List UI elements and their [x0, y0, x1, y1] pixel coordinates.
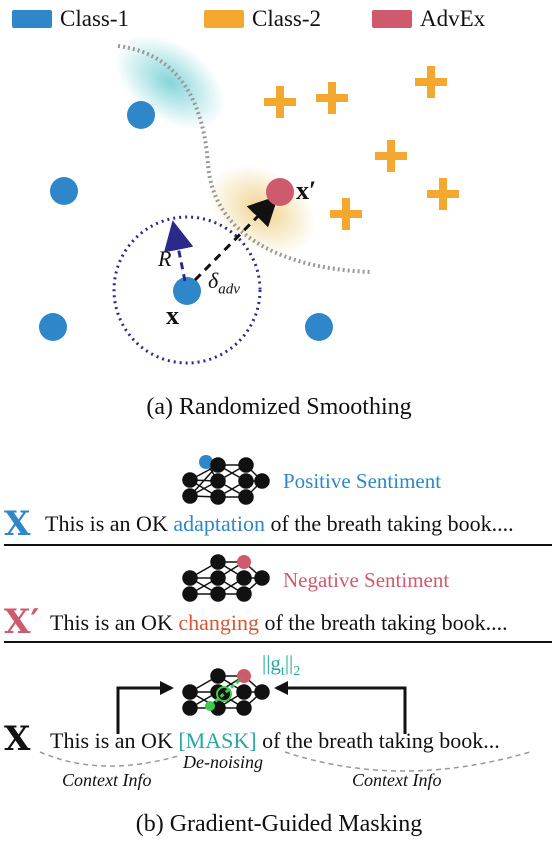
class1-point — [305, 313, 333, 341]
var-x-clean: X — [4, 504, 31, 544]
label-x: x — [166, 301, 179, 330]
class1-point — [39, 313, 67, 341]
class2-point — [427, 178, 459, 210]
class1-point — [50, 177, 78, 205]
label-radius: R — [158, 246, 172, 271]
label-delta-sub: adv — [218, 281, 240, 298]
denoising-label: De-noising — [183, 752, 263, 772]
label-delta: δ — [208, 268, 219, 293]
gradient-norm-label: ||gt||2 — [262, 651, 300, 680]
class1-region-glow — [114, 34, 226, 130]
right-context-arrow — [288, 686, 407, 734]
grad-norm-sub: t — [280, 664, 285, 680]
smoothing-radius-circle — [112, 215, 262, 365]
sentence-adv-pre: This is an OK — [50, 610, 179, 635]
neural-net-icon-negative — [182, 554, 270, 602]
caption-randomized-smoothing: (a) Randomized Smoothing — [146, 394, 412, 420]
class2-point — [415, 66, 447, 98]
caption-gradient-guided-masking: (b) Gradient-Guided Masking — [135, 811, 423, 837]
sentence-masked: This is an OK [MASK] of the breath takin… — [50, 728, 500, 754]
class2-point — [316, 82, 348, 114]
left-context-arrow — [116, 686, 160, 734]
divider-2 — [4, 641, 552, 643]
neural-net-icon-positive — [182, 455, 270, 505]
context-info-right: Context Info — [352, 770, 442, 790]
class2-points — [264, 66, 459, 230]
class2-point — [264, 86, 296, 118]
var-x-masked: X — [4, 719, 31, 759]
legend-class1-label: Class-1 — [60, 6, 129, 31]
context-info-left: Context Info — [62, 770, 152, 790]
divider-1 — [4, 544, 552, 546]
decision-boundary — [117, 44, 373, 274]
grad-norm-pow: 2 — [293, 664, 301, 680]
input-point-x — [173, 277, 201, 305]
class2-region-glow — [207, 164, 317, 256]
sentence-adv-post: of the breath taking book.... — [258, 610, 508, 635]
legend-class1: Class-1 — [12, 6, 129, 32]
grad-norm-open: ||g — [262, 651, 281, 675]
radius-arrow — [163, 220, 194, 282]
sentence-adv-highlight: changing — [178, 610, 259, 635]
right-context-curve — [284, 751, 531, 772]
legend-class2: Class-2 — [204, 6, 321, 32]
sentence-clean-highlight: adaptation — [173, 511, 265, 536]
class2-point — [375, 140, 407, 172]
sentence-clean-pre: This is an OK — [45, 511, 174, 536]
legend-advex: AdvEx — [372, 6, 485, 32]
legend-class1-swatch — [12, 10, 52, 28]
adversarial-perturbation-arrow — [193, 195, 279, 282]
positive-sentiment-label: Positive Sentiment — [283, 469, 442, 493]
sentence-adversarial: This is an OK changing of the breath tak… — [50, 610, 508, 636]
legend-advex-label: AdvEx — [420, 6, 486, 31]
sentence-clean: This is an OK adaptation of the breath t… — [45, 511, 514, 537]
class1-point — [127, 101, 155, 129]
negative-sentiment-label: Negative Sentiment — [283, 568, 450, 592]
var-x-adversarial: X′ — [4, 602, 40, 642]
sentence-masked-pre: This is an OK — [50, 728, 179, 753]
left-arrow-head — [160, 681, 174, 695]
label-delta-adv: δadv — [208, 268, 240, 298]
right-arrow-head — [274, 681, 288, 695]
legend-advex-swatch — [372, 10, 412, 28]
grad-norm-close: || — [284, 651, 294, 675]
label-x-prime: x′ — [296, 176, 317, 205]
neural-net-icon-masking — [182, 668, 270, 716]
legend-class2-swatch — [204, 10, 244, 28]
sentence-masked-post: of the breath taking book... — [256, 728, 500, 753]
sentence-mask-token: [MASK] — [178, 728, 257, 753]
legend-class2-label: Class-2 — [252, 6, 321, 31]
sentence-clean-post: of the breath taking book.... — [264, 511, 514, 536]
left-context-curve — [39, 751, 179, 767]
class2-point — [330, 198, 362, 230]
adversarial-point — [266, 178, 294, 206]
